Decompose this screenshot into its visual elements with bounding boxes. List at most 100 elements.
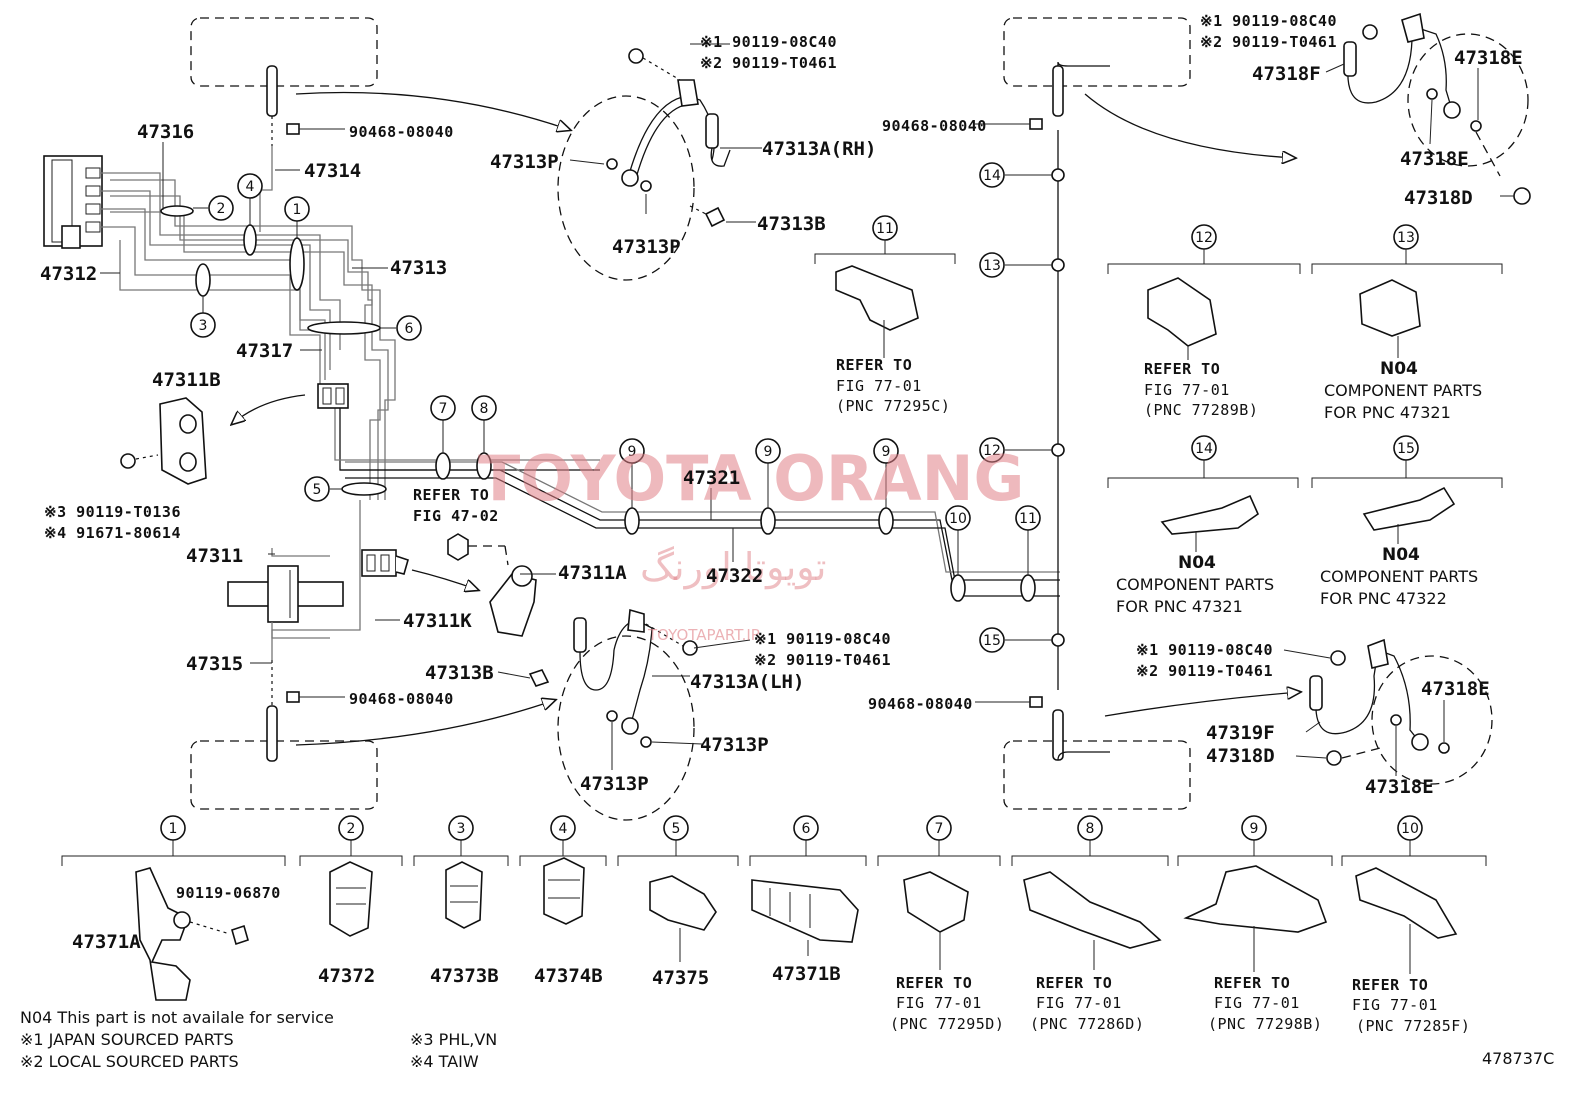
note-n04: N04 This part is not availale for servic… xyxy=(20,1008,334,1027)
svg-text:9: 9 xyxy=(882,444,891,460)
svg-text:10: 10 xyxy=(949,511,967,527)
wheel-box-rear-right xyxy=(1003,740,1191,810)
c14-a: COMPONENT PARTS xyxy=(1116,575,1274,594)
callout-14-group: 14 xyxy=(1107,435,1299,552)
c12-ref-c: (PNC 77289B) xyxy=(1144,401,1258,419)
diagram-id: 478737C xyxy=(1482,1049,1554,1068)
svg-text:11: 11 xyxy=(1019,511,1037,527)
svg-text:5: 5 xyxy=(672,821,681,837)
valve-47311 xyxy=(227,565,344,639)
note-s3: ※3 PHL,VN xyxy=(410,1030,497,1049)
label-br-47318E-a: 47318E xyxy=(1421,678,1490,700)
c15-b: FOR PNC 47322 xyxy=(1320,589,1447,608)
label-bolt-47371A: 90119-06870 xyxy=(176,884,281,902)
label-tr-47318F: 47318F xyxy=(1252,63,1321,85)
bottom-label-10-a: REFER TO xyxy=(1352,976,1428,994)
svg-text:10: 10 xyxy=(1401,821,1419,837)
tube-end-rear-left xyxy=(266,660,345,762)
c15-n04: N04 xyxy=(1382,545,1420,565)
label-rh-47313A: 47313A(RH) xyxy=(762,138,876,160)
label-47314: 47314 xyxy=(304,160,361,182)
label-lh-47313A: 47313A(LH) xyxy=(690,671,804,693)
c13-n04: N04 xyxy=(1380,359,1418,379)
circle-callouts: 2 4 1 3 6 5 7 8 9 9 9 10 11 14 13 12 15 xyxy=(190,162,1052,653)
svg-text:5: 5 xyxy=(313,482,322,498)
label-tr-bolt-1: ※1 90119-08C40 xyxy=(1200,12,1337,30)
c14-b: FOR PNC 47321 xyxy=(1116,597,1243,616)
svg-text:8: 8 xyxy=(1086,821,1095,837)
label-tr-bolt-2: ※2 90119-T0461 xyxy=(1200,33,1337,51)
label-rh-bolt-2: ※2 90119-T0461 xyxy=(700,54,837,72)
bottom-label-2: 47372 xyxy=(318,965,375,987)
bottom-label-4: 47374B xyxy=(534,965,603,987)
label-47322: 47322 xyxy=(706,565,763,587)
label-rh-47313P-b: 47313P xyxy=(612,236,681,258)
label-tr-47318D: 47318D xyxy=(1404,187,1473,209)
svg-text:4: 4 xyxy=(559,821,568,837)
bottom-row-circles: 1 2 3 4 5 6 7 8 9 10 xyxy=(160,815,1423,841)
svg-text:12: 12 xyxy=(1195,230,1213,246)
svg-text:13: 13 xyxy=(1397,230,1415,246)
bracket-47311A xyxy=(447,533,537,637)
label-bolt-47311B-2: ※4 91671-80614 xyxy=(44,524,181,542)
label-47321: 47321 xyxy=(683,467,740,489)
c13-b: FOR PNC 47321 xyxy=(1324,403,1451,422)
label-tr-47318E-a: 47318E xyxy=(1454,47,1523,69)
label-br-47318E-b: 47318E xyxy=(1365,776,1434,798)
svg-text:15: 15 xyxy=(983,633,1001,649)
svg-text:11: 11 xyxy=(876,221,894,237)
wheel-box-rear-left xyxy=(190,740,378,810)
bottom-label-9-c: (PNC 77298B) xyxy=(1208,1015,1322,1033)
label-lh-bolt-2: ※2 90119-T0461 xyxy=(754,651,891,669)
label-br-bolt-2: ※2 90119-T0461 xyxy=(1136,662,1273,680)
label-lh-47313P-b: 47313P xyxy=(580,773,649,795)
svg-text:1: 1 xyxy=(169,821,178,837)
svg-text:9: 9 xyxy=(1250,821,1259,837)
svg-text:14: 14 xyxy=(1195,441,1213,457)
label-47311K: 47311K xyxy=(403,610,472,632)
label-refer-47-02-b: FIG 47-02 xyxy=(413,507,499,525)
c13-a: COMPONENT PARTS xyxy=(1324,381,1482,400)
footnotes: N04 This part is not availale for servic… xyxy=(20,1008,1554,1071)
bottom-label-3: 47373B xyxy=(430,965,499,987)
svg-text:6: 6 xyxy=(802,821,811,837)
flow-arrows xyxy=(232,91,1300,746)
label-clip-bottom-left: 90468-08040 xyxy=(349,690,454,708)
svg-text:13: 13 xyxy=(983,258,1001,274)
leader-lines xyxy=(100,43,1514,776)
note-s4: ※4 TAIW xyxy=(410,1052,479,1071)
svg-text:2: 2 xyxy=(217,201,226,217)
joint-47317 xyxy=(317,383,349,409)
label-br-47319F: 47319F xyxy=(1206,722,1275,744)
tube-end-front-left xyxy=(266,65,345,146)
label-47315: 47315 xyxy=(186,653,243,675)
label-lh-47313P-a: 47313P xyxy=(700,734,769,756)
label-47311: 47311 xyxy=(186,545,243,567)
svg-text:14: 14 xyxy=(983,168,1001,184)
label-clip-top-left: 90468-08040 xyxy=(349,123,454,141)
label-bolt-47311B-1: ※3 90119-T0136 xyxy=(44,503,181,521)
wheel-box-front-left xyxy=(190,17,378,87)
label-47316: 47316 xyxy=(137,121,194,143)
svg-text:3: 3 xyxy=(199,318,208,334)
label-tr-47318E-b: 47318E xyxy=(1400,148,1469,170)
callout-texts: REFER TO FIG 77-01 (PNC 77295C) REFER TO… xyxy=(836,356,1482,616)
note-s1: ※1 JAPAN SOURCED PARTS xyxy=(20,1030,234,1049)
label-lh-47313B: 47313B xyxy=(425,662,494,684)
note-s2: ※2 LOCAL SOURCED PARTS xyxy=(20,1052,239,1071)
svg-text:15: 15 xyxy=(1397,441,1415,457)
bottom-label-8-a: REFER TO xyxy=(1036,974,1112,992)
watermark-text: TOYOTA ORANG xyxy=(478,442,1024,515)
label-refer-47-02-a: REFER TO xyxy=(413,486,489,504)
label-47313: 47313 xyxy=(390,257,447,279)
label-clip-bottom-right: 90468-08040 xyxy=(868,695,973,713)
svg-text:8: 8 xyxy=(480,401,489,417)
bottom-row-clip-shapes xyxy=(135,857,1458,1001)
label-47317: 47317 xyxy=(236,340,293,362)
svg-text:2: 2 xyxy=(347,821,356,837)
bottom-label-5: 47375 xyxy=(652,967,709,989)
bottom-label-9-b: FIG 77-01 xyxy=(1214,994,1300,1012)
label-47311A: 47311A xyxy=(558,562,627,584)
svg-text:12: 12 xyxy=(983,443,1001,459)
bottom-label-8-c: (PNC 77286D) xyxy=(1030,1015,1144,1033)
